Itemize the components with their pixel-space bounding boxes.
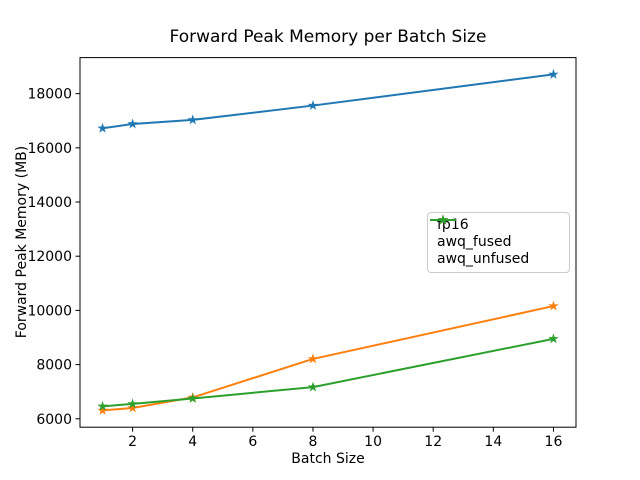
x-tick-label: 16 xyxy=(545,434,563,450)
x-tick-label: 2 xyxy=(128,434,137,450)
series-line-awq_fused xyxy=(101,305,555,412)
data-point-awq_fused xyxy=(548,300,559,311)
legend-label: awq_fused xyxy=(437,234,512,250)
data-point-awq_unfused xyxy=(127,398,138,409)
x-tick-label: 8 xyxy=(309,434,318,450)
data-point-awq_fused xyxy=(97,404,108,415)
legend-item-awq-unfused: awq_unfused xyxy=(430,214,560,268)
y-tick-label: 16000 xyxy=(27,141,72,157)
data-point-awq_unfused xyxy=(187,392,198,403)
data-point-fp16 xyxy=(187,114,198,125)
data-point-fp16 xyxy=(307,100,319,111)
data-point-awq_unfused xyxy=(97,400,108,411)
legend: fp16 awq_fused awq_unfused xyxy=(427,212,570,273)
y-tick-label: 18000 xyxy=(27,87,72,103)
y-tick-label: 6000 xyxy=(36,412,72,428)
data-point-fp16 xyxy=(548,68,559,79)
legend-item-awq-fused: awq_fused xyxy=(430,214,560,251)
data-point-fp16 xyxy=(127,118,138,129)
data-point-fp16 xyxy=(97,122,108,133)
y-axis-label: Forward Peak Memory (MB) xyxy=(14,145,30,339)
axes-frame xyxy=(79,57,577,428)
y-tick-label: 8000 xyxy=(36,358,72,374)
y-tick-label: 14000 xyxy=(27,195,72,211)
data-point-awq_unfused xyxy=(307,381,319,392)
legend-swatch-line-star-icon xyxy=(430,214,456,225)
x-tick-label: 14 xyxy=(484,434,502,450)
series-line-fp16 xyxy=(101,73,555,130)
x-tick-label: 6 xyxy=(248,434,257,450)
x-tick-label: 10 xyxy=(364,434,382,450)
data-point-awq_unfused xyxy=(548,333,559,344)
data-point-awq_fused xyxy=(307,353,319,364)
x-tick-label: 4 xyxy=(188,434,197,450)
data-point-awq_fused xyxy=(127,402,138,413)
y-tick-label: 12000 xyxy=(27,249,72,265)
legend-label: awq_unfused xyxy=(437,251,530,267)
x-axis-label: Batch Size xyxy=(291,451,365,467)
chart-title: Forward Peak Memory per Batch Size xyxy=(169,27,487,47)
x-tick-label: 12 xyxy=(424,434,442,450)
series-line-awq_unfused xyxy=(101,337,555,408)
y-tick-label: 10000 xyxy=(27,303,72,319)
